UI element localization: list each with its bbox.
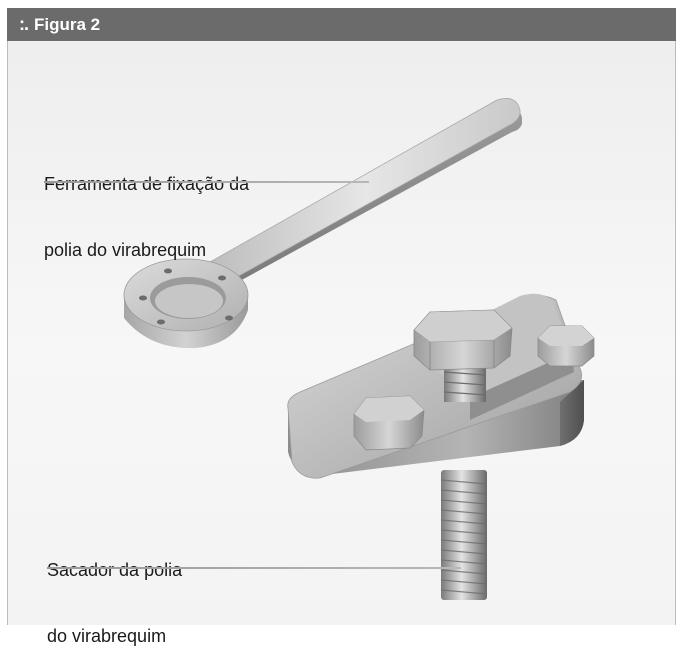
wrench-label: Ferramenta de fixação da polia do virabr… [44,129,249,283]
wrench-leader-line [44,181,369,183]
puller-leader-line [47,567,461,569]
figure-header: :. Figura 2 [7,8,676,41]
wrench-label-line-1: Ferramenta de fixação da [44,174,250,194]
figure-panel [7,8,676,625]
header-marker: :. [19,14,29,34]
wrench-label-line-2: polia do virabrequim [44,240,207,260]
wrench-tool [123,97,522,349]
puller-label-line-1: Sacador da polia [47,560,183,580]
puller-label: Sacador da polia do virabrequim [47,515,182,669]
figure-title: Figura 2 [34,14,101,34]
puller-label-line-2: do virabrequim [47,626,167,646]
puller-tool [287,293,595,600]
tools-illustration [123,97,595,600]
